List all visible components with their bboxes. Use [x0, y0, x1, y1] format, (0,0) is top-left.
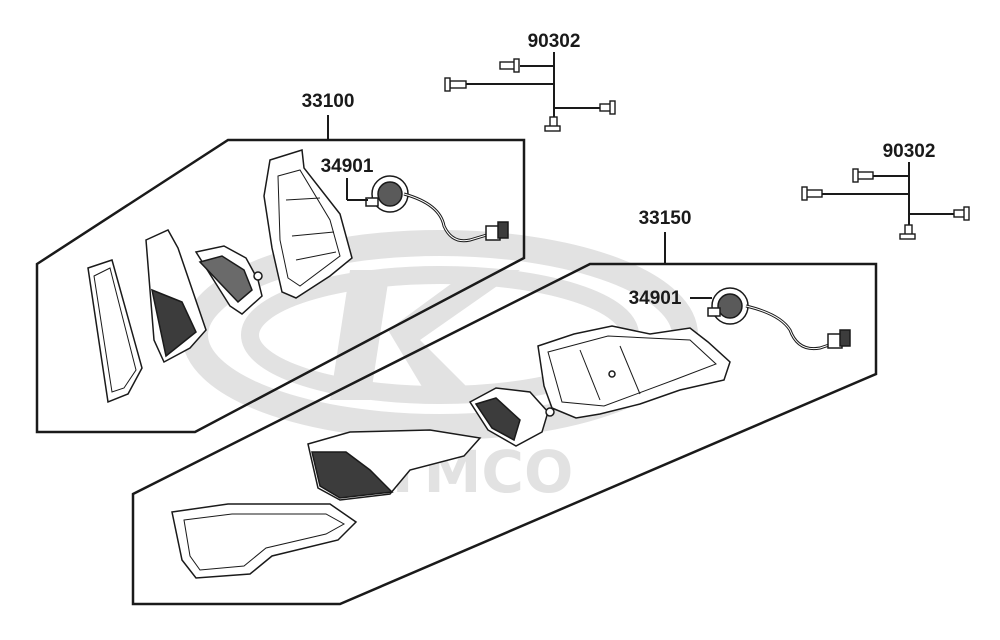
callout-socket-left: 34901	[321, 156, 374, 177]
right-main-housing	[537, 325, 731, 419]
screw-icon	[801, 168, 970, 240]
left-inner-housing	[194, 245, 263, 315]
right-reflector	[307, 429, 482, 501]
screw-icon	[444, 58, 616, 132]
left-bulb-socket	[365, 175, 509, 243]
screw-set-right	[819, 162, 954, 226]
left-main-housing	[263, 149, 353, 299]
callout-assembly-left: 33100	[302, 91, 355, 112]
callout-socket-right: 34901	[629, 288, 682, 309]
assembly-right-outline	[131, 262, 878, 606]
left-reflector	[145, 229, 207, 364]
screw-set-top	[464, 52, 600, 118]
callout-assembly-right: 33150	[639, 208, 692, 229]
right-inner-housing	[468, 387, 555, 447]
callout-screw-set-top: 90302	[528, 31, 581, 52]
right-outer-lens	[171, 503, 358, 579]
callout-screw-set-right: 90302	[883, 141, 936, 162]
left-outer-lens	[87, 259, 143, 404]
assembly-left-outline	[35, 138, 526, 434]
right-bulb-socket	[707, 287, 851, 351]
